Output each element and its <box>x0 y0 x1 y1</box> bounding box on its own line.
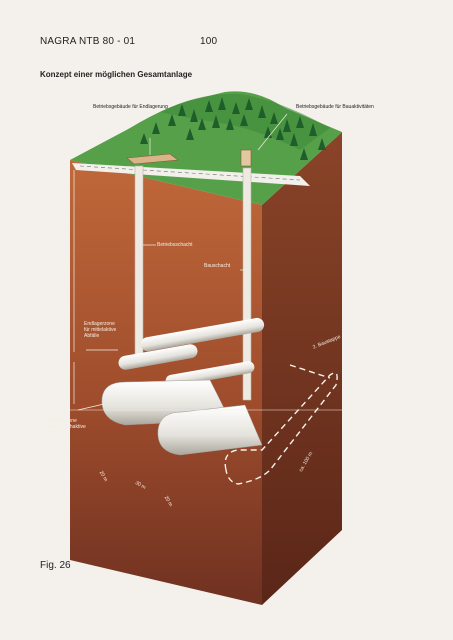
sla-zone-line-2: für schwachaktive <box>46 424 86 430</box>
construction-headframe <box>240 149 252 167</box>
label-operations-shaft: Betriebsschacht <box>157 242 193 248</box>
stage-2-outline <box>224 364 338 485</box>
label-sla-zone: Endlagerzone für schwachaktive Abfälle <box>46 418 86 436</box>
operations-shaft <box>134 165 144 357</box>
sla-caverns <box>101 379 263 456</box>
sla-zone-line-1: Endlagerzone <box>46 418 77 424</box>
label-depth-400: 400 m <box>54 244 60 258</box>
leader-lines <box>70 113 342 411</box>
label-construction-shaft: Bauschacht <box>204 263 231 269</box>
ila-zone-line-1: Endlagerzone <box>84 321 115 327</box>
label-ila-zone: Endlagerzone für mittelaktive Abfälle <box>84 321 116 339</box>
sla-zone-line-3: Abfälle <box>46 430 62 436</box>
construction-shaft <box>242 167 252 401</box>
operations-building <box>126 153 179 165</box>
ila-zone-line-3: Abfälle <box>84 333 100 339</box>
label-depth-60: 60 m <box>56 374 62 386</box>
ila-zone-line-2: für mittelaktive <box>84 327 117 333</box>
label-operations-building: Betriebsgebäude für Endlagerung <box>93 104 168 110</box>
road-centerline <box>79 165 301 181</box>
forest <box>140 97 326 160</box>
figure-number: Fig. 26 <box>40 560 71 571</box>
label-construction-building: Betriebsgebäude für Bauaktivitäten <box>296 104 374 110</box>
page-number: 100 <box>200 36 218 47</box>
report-number: NAGRA NTB 80 - 01 <box>40 36 136 47</box>
figure-title: Konzept einer möglichen Gesamtanlage <box>40 70 193 79</box>
